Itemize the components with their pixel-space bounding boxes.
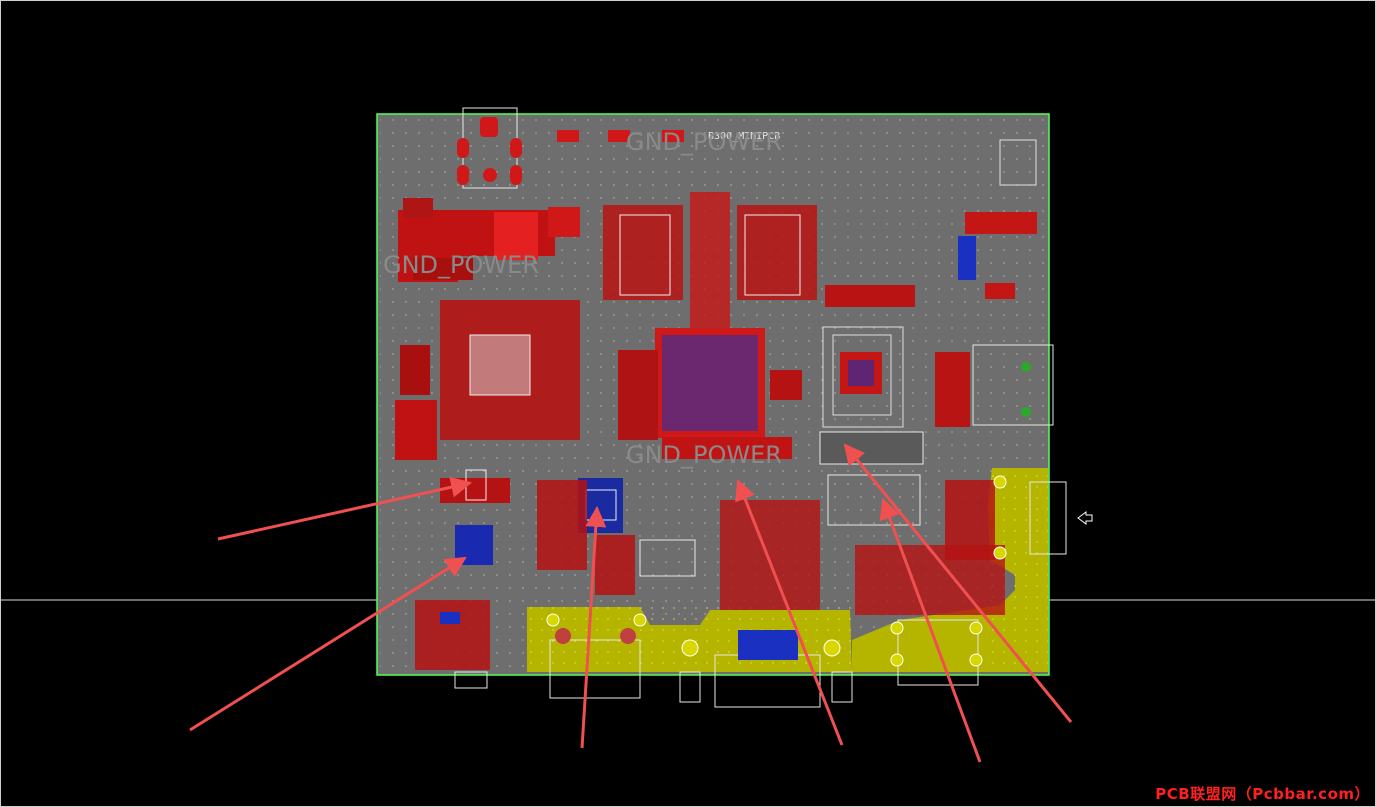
arrow-3 bbox=[580, 505, 607, 749]
bottom-connector-pads bbox=[546, 475, 1007, 667]
secondary-bga bbox=[822, 326, 904, 428]
annotation-arrows bbox=[189, 443, 1073, 763]
arrow-2 bbox=[189, 556, 467, 732]
chip-cluster-left bbox=[395, 300, 580, 460]
components-right bbox=[825, 139, 1037, 427]
power-block-top-left bbox=[398, 198, 580, 282]
net-label-left: GND_POWER bbox=[383, 251, 539, 279]
net-label-top: GND_POWER bbox=[626, 128, 782, 156]
memory-fanout-left bbox=[603, 205, 683, 300]
components-lower bbox=[415, 469, 1005, 670]
net-label-middle: GND_POWER bbox=[626, 441, 782, 469]
silkscreen bbox=[1077, 511, 1093, 525]
arrow-1 bbox=[217, 476, 473, 541]
arrow-5 bbox=[879, 498, 982, 763]
bus-traces bbox=[690, 192, 730, 332]
memory-fanout-right bbox=[737, 205, 817, 300]
arrow-6 bbox=[843, 443, 1073, 723]
pcb-board: B300_MINIPCB GND_POWER GND_POWER GND_POW… bbox=[376, 107, 1093, 708]
board-title: B300_MINIPCB bbox=[708, 131, 780, 142]
usb-connector-top bbox=[457, 117, 684, 185]
main-bga bbox=[618, 328, 802, 459]
arrow-4 bbox=[735, 479, 844, 746]
site-watermark: PCB联盟网（Pcbbar.com） bbox=[1155, 785, 1370, 803]
